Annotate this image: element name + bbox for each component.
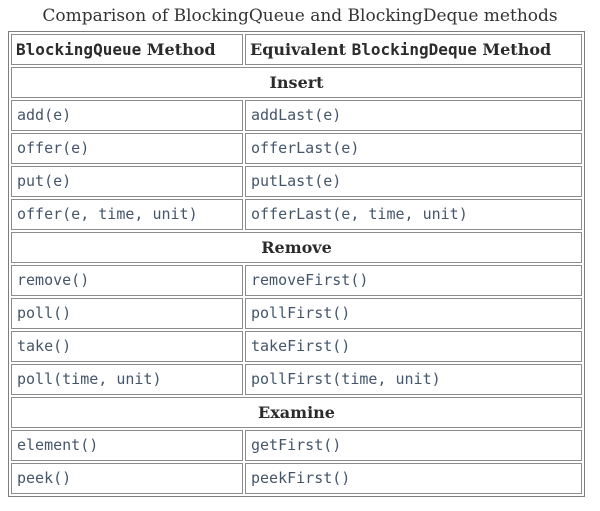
queue-method-cell: add(e) <box>11 100 243 131</box>
queue-method-cell: offer(e) <box>11 133 243 164</box>
queue-method-cell: poll(time, unit) <box>11 364 243 395</box>
table-row: poll() pollFirst() <box>11 298 582 329</box>
table-row: add(e) addLast(e) <box>11 100 582 131</box>
table-row: put(e) putLast(e) <box>11 166 582 197</box>
deque-method-cell: pollFirst() <box>245 298 582 329</box>
header-suffix: Method <box>141 40 216 59</box>
queue-method-cell: peek() <box>11 463 243 494</box>
section-row-examine: Examine <box>11 397 582 428</box>
header-code-blockingdeque: BlockingDeque <box>351 40 477 59</box>
table-row: element() getFirst() <box>11 430 582 461</box>
deque-method-cell: getFirst() <box>245 430 582 461</box>
deque-method-cell: putLast(e) <box>245 166 582 197</box>
column-header-blockingqueue: BlockingQueue Method <box>11 34 243 65</box>
table-row: poll(time, unit) pollFirst(time, unit) <box>11 364 582 395</box>
deque-method-cell: pollFirst(time, unit) <box>245 364 582 395</box>
header-prefix: Equivalent <box>250 40 352 59</box>
deque-method-cell: addLast(e) <box>245 100 582 131</box>
deque-method-cell: peekFirst() <box>245 463 582 494</box>
queue-method-cell: element() <box>11 430 243 461</box>
section-header-examine: Examine <box>11 397 582 428</box>
queue-method-cell: put(e) <box>11 166 243 197</box>
queue-method-cell: poll() <box>11 298 243 329</box>
section-row-insert: Insert <box>11 67 582 98</box>
section-header-insert: Insert <box>11 67 582 98</box>
deque-method-cell: takeFirst() <box>245 331 582 362</box>
table-row: offer(e) offerLast(e) <box>11 133 582 164</box>
deque-method-cell: offerLast(e, time, unit) <box>245 199 582 230</box>
header-code-blockingqueue: BlockingQueue <box>16 40 142 59</box>
table-row: offer(e, time, unit) offerLast(e, time, … <box>11 199 582 230</box>
header-suffix: Method <box>476 40 552 59</box>
comparison-table: BlockingQueue Method Equivalent Blocking… <box>8 31 585 497</box>
page-title: Comparison of BlockingQueue and Blocking… <box>42 6 558 26</box>
table-row: take() takeFirst() <box>11 331 582 362</box>
queue-method-cell: take() <box>11 331 243 362</box>
queue-method-cell: remove() <box>11 265 243 296</box>
deque-method-cell: removeFirst() <box>245 265 582 296</box>
table-header-row: BlockingQueue Method Equivalent Blocking… <box>11 34 582 65</box>
section-header-remove: Remove <box>11 232 582 263</box>
column-header-blockingdeque: Equivalent BlockingDeque Method <box>245 34 582 65</box>
section-row-remove: Remove <box>11 232 582 263</box>
table-row: remove() removeFirst() <box>11 265 582 296</box>
table-row: peek() peekFirst() <box>11 463 582 494</box>
deque-method-cell: offerLast(e) <box>245 133 582 164</box>
queue-method-cell: offer(e, time, unit) <box>11 199 243 230</box>
